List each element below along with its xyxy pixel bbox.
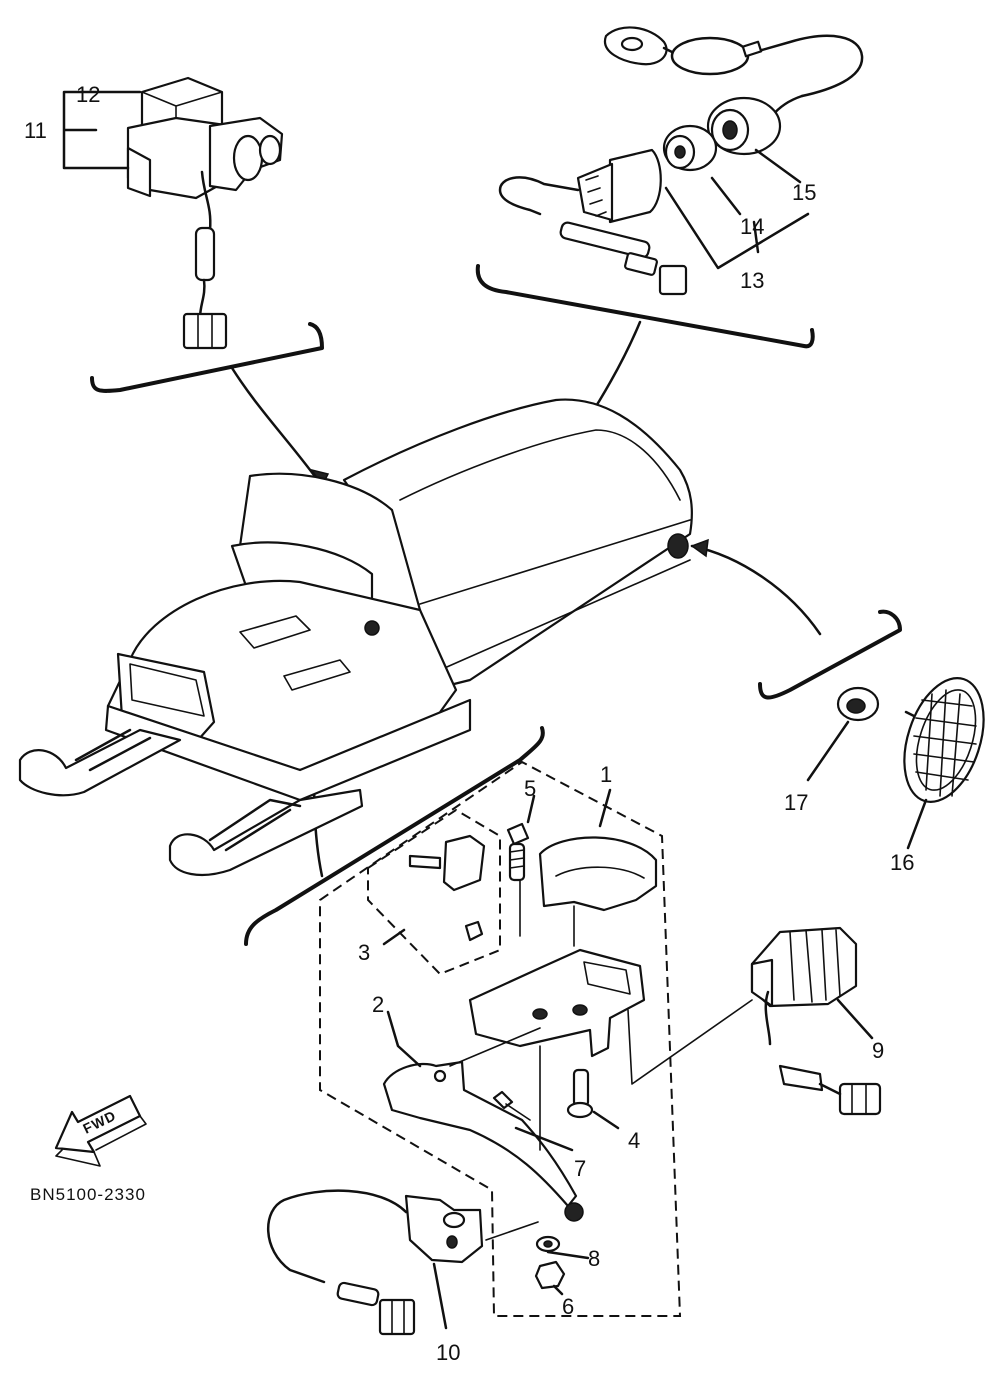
fwd-arrow-icon: FWD: [54, 1094, 147, 1167]
callout-7: 7: [574, 1156, 586, 1181]
callout-6: 6: [562, 1294, 574, 1319]
stop-switch-icon: [267, 1189, 566, 1336]
snowmobile-illustration: [18, 398, 693, 877]
grommet-icon: [836, 686, 880, 722]
main-switch-icon: [498, 26, 864, 296]
callout-2: 2: [372, 992, 384, 1017]
callout-5: 5: [524, 776, 536, 801]
tail-light-icon: [903, 677, 985, 803]
callout-11: 11: [24, 118, 47, 143]
callout-16: 16: [890, 850, 914, 875]
callout-14: 14: [740, 214, 764, 239]
callout-3: 3: [358, 940, 370, 965]
callout-8: 8: [588, 1246, 600, 1271]
callout-13: 13: [740, 268, 764, 293]
callout-9: 9: [872, 1038, 884, 1063]
callout-10: 10: [436, 1340, 460, 1365]
callout-4: 4: [628, 1128, 640, 1153]
callout-12: 12: [76, 82, 100, 107]
throttle-lever-icon: [382, 822, 658, 1222]
callout-17: 17: [784, 790, 808, 815]
callout-15: 15: [792, 180, 816, 205]
drawing-code: BN5100-2330: [30, 1185, 146, 1204]
throttle-switch-connector-icon: [750, 926, 882, 1116]
callout-1: 1: [600, 762, 612, 787]
relay-icon: [126, 76, 284, 350]
